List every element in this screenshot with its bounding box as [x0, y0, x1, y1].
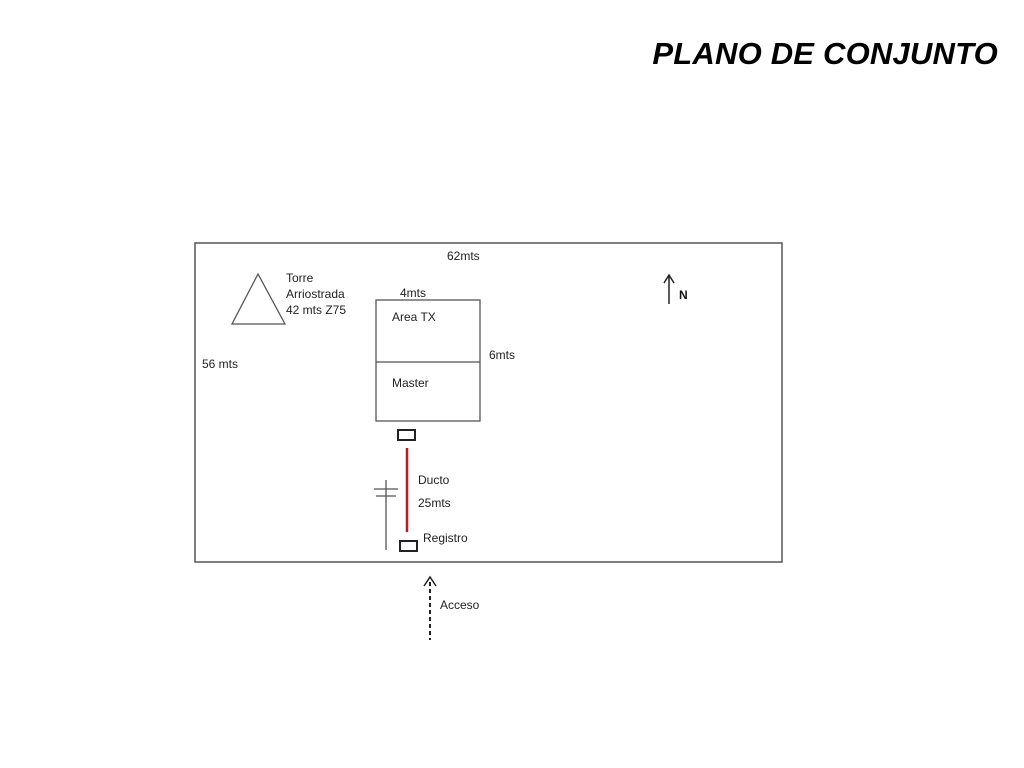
site-boundary: [194, 242, 783, 563]
site-height-label: 56 mts: [202, 357, 238, 371]
tower-label-line2: Arriostrada: [286, 287, 345, 301]
north-label: N: [679, 288, 688, 302]
room-area-tx-label: Area TX: [392, 310, 436, 324]
entry-box: [397, 429, 416, 441]
room-master-label: Master: [392, 376, 429, 390]
building-width-label: 4mts: [400, 286, 426, 300]
registro-box: [399, 540, 418, 552]
north-arrow-icon: [663, 273, 675, 304]
utility-pole-icon: [374, 480, 398, 550]
tower-label-line3: 42 mts Z75: [286, 303, 346, 317]
access-label: Acceso: [440, 598, 480, 612]
access-arrow-icon: [423, 575, 437, 640]
duct-label-line2: 25mts: [418, 496, 451, 510]
building-outline: [375, 299, 481, 422]
tower-label-line1: Torre: [286, 271, 314, 285]
registro-label: Registro: [423, 531, 468, 545]
site-width-label: 62mts: [447, 249, 480, 263]
building-depth-label: 6mts: [489, 348, 515, 362]
duct-label-line1: Ducto: [418, 473, 450, 487]
tower-triangle-icon: [230, 272, 287, 325]
page-title: PLANO DE CONJUNTO: [652, 36, 998, 71]
